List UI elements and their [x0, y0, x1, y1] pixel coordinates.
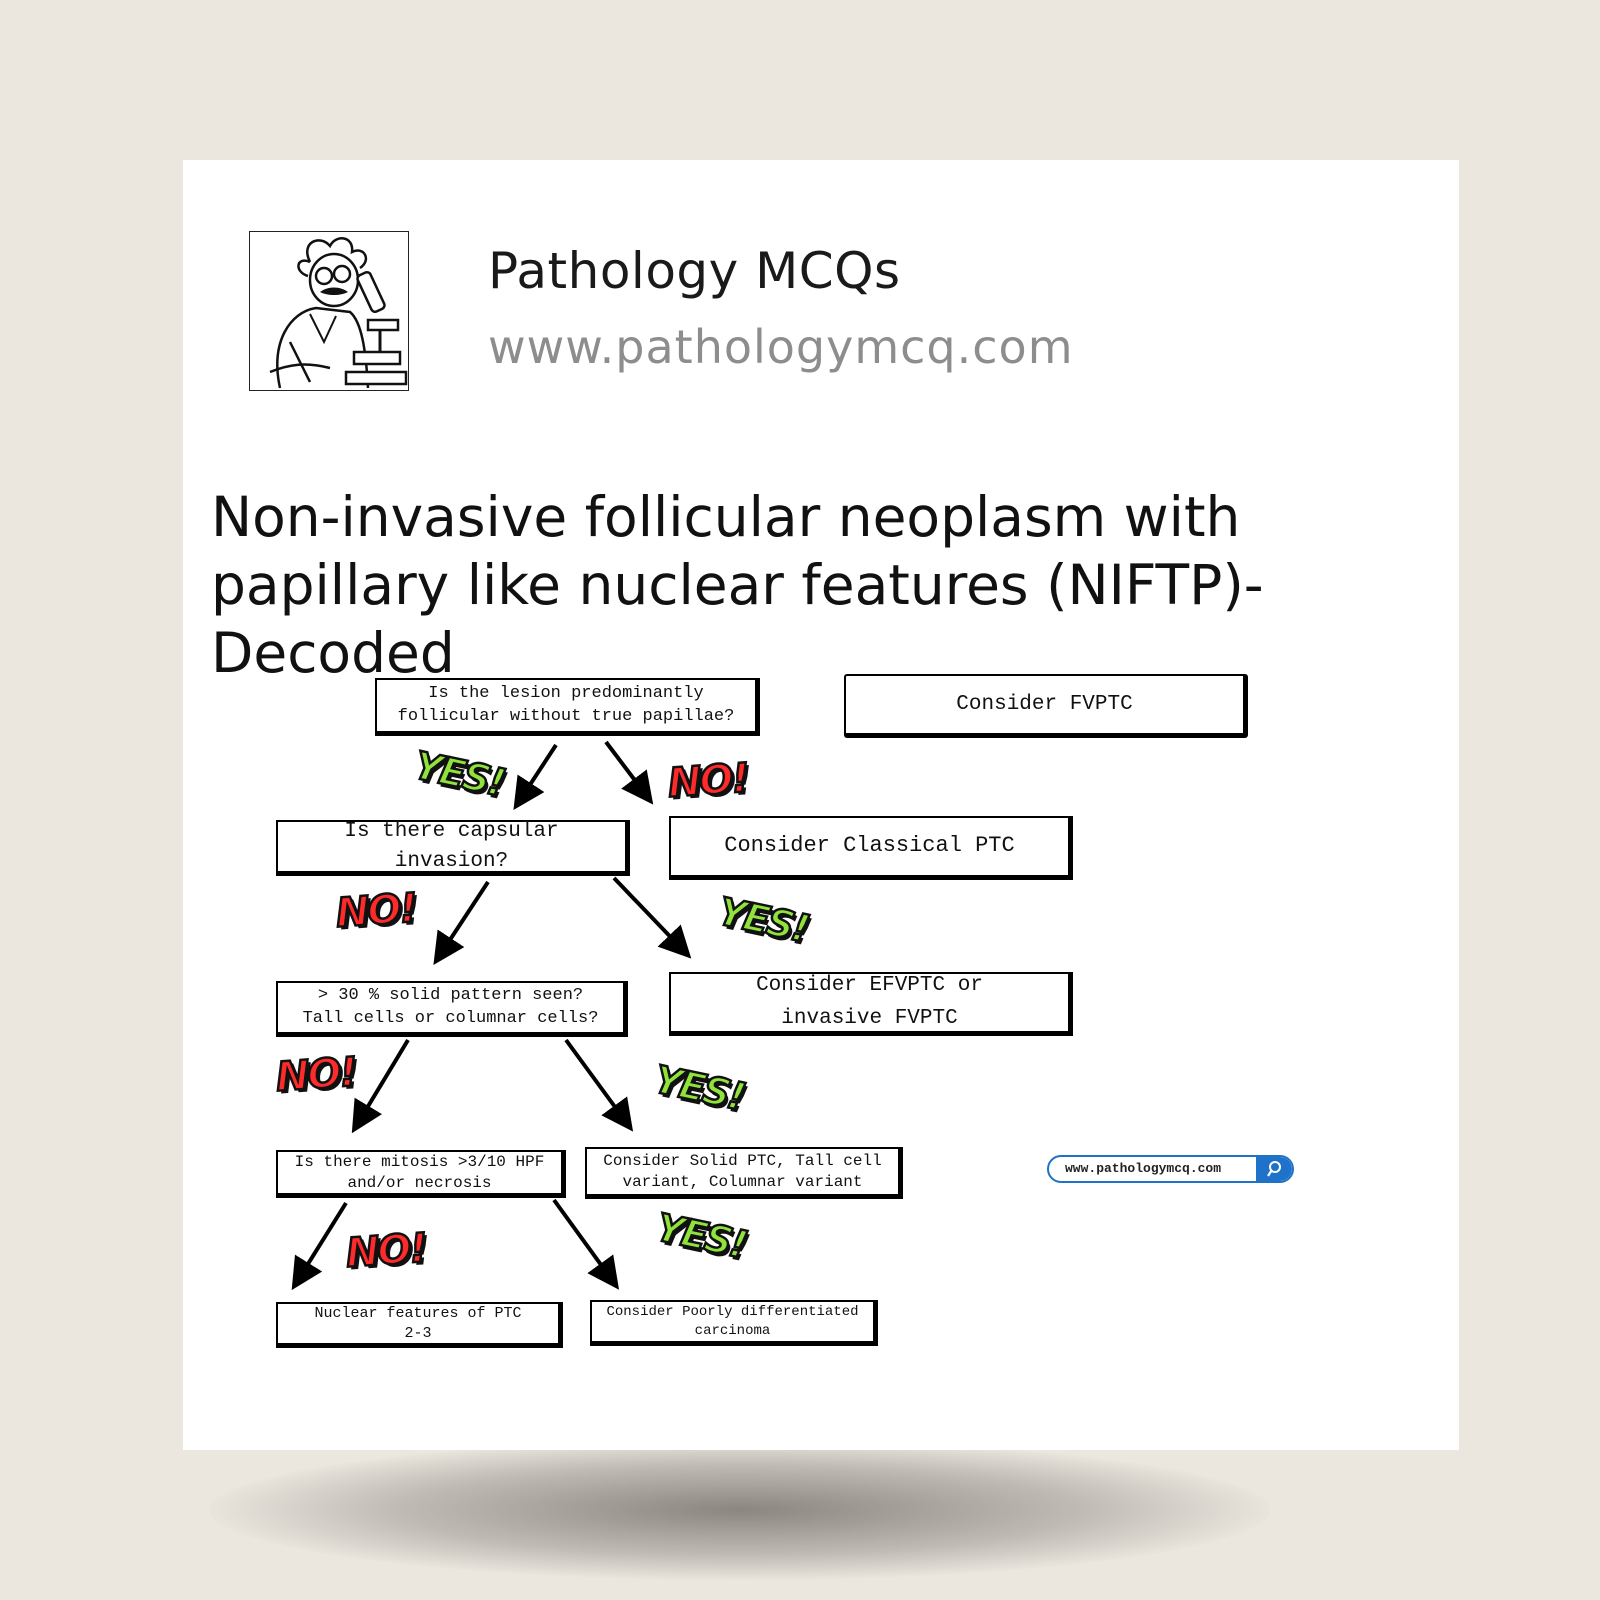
scientist-microscope-logo: [249, 231, 409, 391]
node-q3-solid-pattern: > 30 % solid pattern seen? Tall cells or…: [276, 981, 628, 1037]
scientist-icon: [269, 237, 408, 389]
node-consider-efvptc: Consider EFVPTC or invasive FVPTC: [669, 972, 1073, 1036]
search-text: www.pathologymcq.com: [1065, 1161, 1222, 1176]
search-icon: [1267, 1161, 1281, 1177]
node-q2-capsular-invasion: Is there capsular invasion?: [276, 820, 630, 876]
content-card: Pathology MCQs www.pathologymcq.com Non-…: [183, 160, 1459, 1450]
badge-no-q1: NO!: [665, 754, 750, 808]
node-q4-mitosis: Is there mitosis >3/10 HPF and/or necros…: [276, 1150, 566, 1198]
node-consider-solid-ptc: Consider Solid PTC, Tall cell variant, C…: [585, 1147, 903, 1199]
page-title: Non-invasive follicular neoplasm with pa…: [211, 485, 1264, 685]
node-consider-poorly-differentiated: Consider Poorly differentiated carcinoma: [590, 1300, 878, 1346]
badge-no-q4: NO!: [343, 1224, 428, 1278]
node-consider-fvptc: Consider FVPTC: [844, 674, 1248, 738]
node-consider-classical-ptc: Consider Classical PTC: [669, 816, 1073, 880]
node-q1-follicular: Is the lesion predominantly follicular w…: [375, 678, 760, 736]
badge-no-q2: NO!: [333, 884, 418, 938]
node-q5-nuclear-features: Nuclear features of PTC 2-3: [276, 1302, 563, 1348]
brand-name: Pathology MCQs: [488, 242, 901, 300]
card-shadow: [210, 1440, 1270, 1580]
search-bar[interactable]: www.pathologymcq.com: [1047, 1155, 1294, 1183]
brand-url[interactable]: www.pathologymcq.com: [488, 320, 1074, 374]
search-button[interactable]: [1256, 1157, 1292, 1181]
badge-no-q3: NO!: [273, 1048, 358, 1102]
